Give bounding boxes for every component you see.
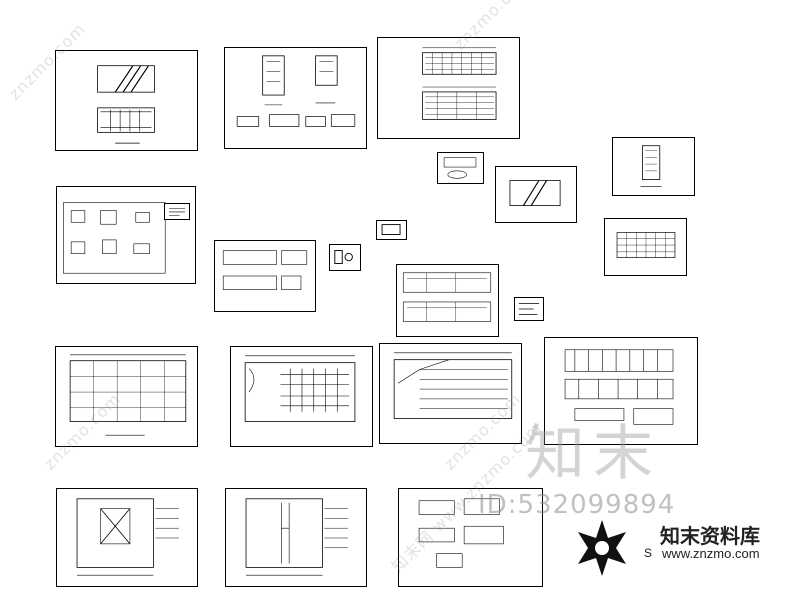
sheet-drawing — [381, 224, 401, 235]
drawing-sheet-detail-small-3 — [329, 244, 361, 271]
sheet-drawing — [63, 202, 166, 274]
drawing-sheet-floor-plan-11 — [230, 346, 373, 447]
sheet-drawing — [443, 157, 477, 179]
sheet-drawing — [244, 355, 356, 422]
drawing-sheet-elevation-1 — [55, 50, 198, 151]
sheet-drawing — [334, 250, 353, 264]
drawing-sheet-details-16 — [398, 488, 543, 587]
drawing-sheet-sections-8 — [396, 264, 499, 337]
drawing-sheet-floor-plan-10 — [55, 346, 198, 447]
drawing-sheet-detail-small-1 — [437, 152, 484, 184]
sheet-drawing — [640, 145, 662, 187]
drawing-sheet-elevations-7 — [214, 240, 316, 312]
drawing-sheet-plans-2 — [224, 47, 367, 149]
sheet-drawing — [518, 303, 540, 315]
drawing-sheet-detail-small-2 — [164, 203, 190, 220]
sheet-drawing — [509, 180, 561, 206]
drawing-sheet-ceiling-plan-14 — [56, 488, 198, 587]
drawing-sheet-floor-plan-12 — [379, 343, 522, 444]
brand-name: 知末资料库 — [660, 524, 760, 548]
drawing-sheet-plan-5 — [612, 137, 695, 196]
drawing-sheet-section-3 — [377, 37, 520, 139]
sheet-drawing — [69, 354, 187, 436]
sheet-drawing — [418, 498, 504, 568]
brand-url: www.znzmo.com — [662, 546, 760, 561]
drawing-sheet-ceiling-plan-15 — [225, 488, 367, 587]
sheet-drawing — [222, 250, 308, 290]
sheet-drawing — [616, 232, 676, 258]
sheet-drawing — [245, 498, 348, 576]
brand-logo-icon — [578, 520, 626, 576]
brand-logo-letter: S — [644, 546, 653, 560]
sheet-drawing — [76, 498, 179, 576]
sheet-drawing — [169, 208, 185, 216]
sheet-drawing — [422, 47, 497, 120]
drawing-sheet-details-6 — [56, 186, 196, 284]
sheet-drawing — [393, 352, 513, 419]
sheet-drawing — [402, 272, 492, 322]
sheet-drawing — [236, 55, 356, 127]
drawing-sheet-detail-small-5 — [514, 297, 544, 321]
drawing-sheet-plan-9 — [604, 218, 687, 276]
sheet-drawing — [564, 349, 674, 425]
drawing-sheet-detail-small-4 — [376, 220, 407, 240]
drawing-sheet-elevation-4 — [495, 166, 577, 223]
sheet-drawing — [97, 65, 155, 144]
drawing-sheet-elevations-13 — [544, 337, 698, 445]
